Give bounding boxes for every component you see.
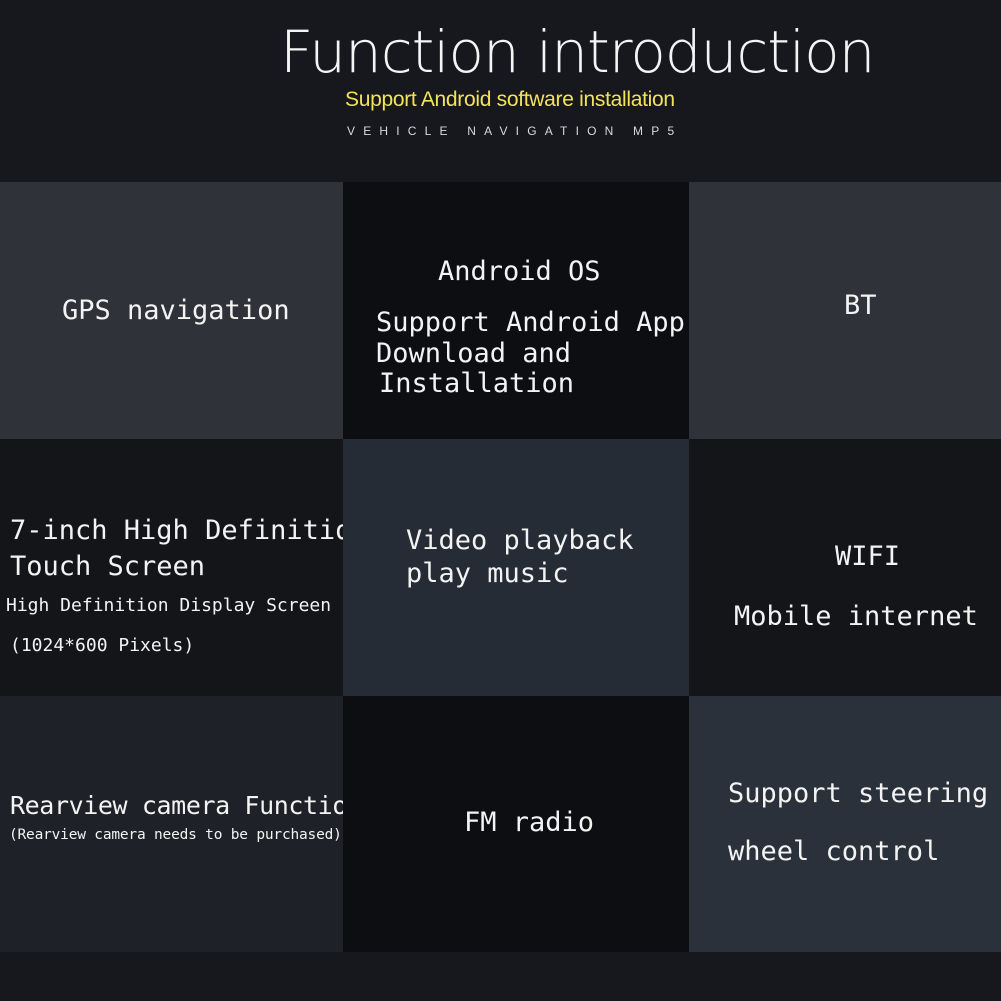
feature-rearview-tile: Rearview camera Function (Rearview camer… bbox=[0, 696, 343, 952]
feature-wifi-title: WIFI bbox=[835, 541, 901, 572]
feature-android-line3: Installation bbox=[379, 368, 575, 399]
feature-video-line1: Video playback bbox=[406, 525, 634, 556]
footer-strip bbox=[0, 952, 1001, 1001]
feature-grid: GPS navigation Android OS Support Androi… bbox=[0, 182, 1001, 952]
feature-gps-tile: GPS navigation bbox=[0, 182, 343, 439]
feature-screen-line1: 7-inch High Definition bbox=[10, 515, 343, 546]
feature-fm-tile: FM radio bbox=[343, 696, 689, 952]
feature-wifi-line1: Mobile internet bbox=[734, 601, 978, 632]
feature-android-title: Android OS bbox=[438, 256, 601, 287]
feature-fm-label: FM radio bbox=[464, 807, 595, 838]
feature-rearview-line1: Rearview camera Function bbox=[10, 791, 343, 820]
feature-gps-label: GPS navigation bbox=[62, 295, 290, 326]
product-tagline: VEHICLE NAVIGATION MP5 bbox=[347, 124, 683, 138]
feature-android-tile: Android OS Support Android App Download … bbox=[343, 182, 689, 439]
feature-video-line2: play music bbox=[406, 558, 569, 589]
header-banner: Function introduction Support Android so… bbox=[0, 0, 1001, 182]
feature-bt-label: BT bbox=[844, 290, 877, 321]
feature-android-line2: Download and bbox=[376, 338, 572, 369]
feature-screen-line3: High Definition Display Screen bbox=[6, 595, 332, 616]
feature-screen-line2: Touch Screen bbox=[10, 551, 206, 582]
feature-bt-tile: BT bbox=[689, 182, 1001, 439]
feature-wifi-tile: WIFI Mobile internet bbox=[689, 439, 1001, 696]
feature-video-tile: Video playback play music bbox=[343, 439, 689, 696]
feature-steering-line1: Support steering bbox=[728, 778, 989, 809]
feature-steering-tile: Support steering wheel control bbox=[689, 696, 1001, 952]
page-subtitle: Support Android software installation bbox=[345, 88, 675, 111]
feature-rearview-line2: (Rearview camera needs to be purchased) bbox=[9, 827, 342, 843]
feature-screen-tile: 7-inch High Definition Touch Screen High… bbox=[0, 439, 343, 696]
feature-android-line1: Support Android App bbox=[376, 307, 685, 338]
feature-screen-line4: (1024*600 Pixels) bbox=[10, 635, 195, 656]
feature-steering-line2: wheel control bbox=[728, 836, 940, 867]
page-title: Function introduction bbox=[280, 18, 875, 86]
